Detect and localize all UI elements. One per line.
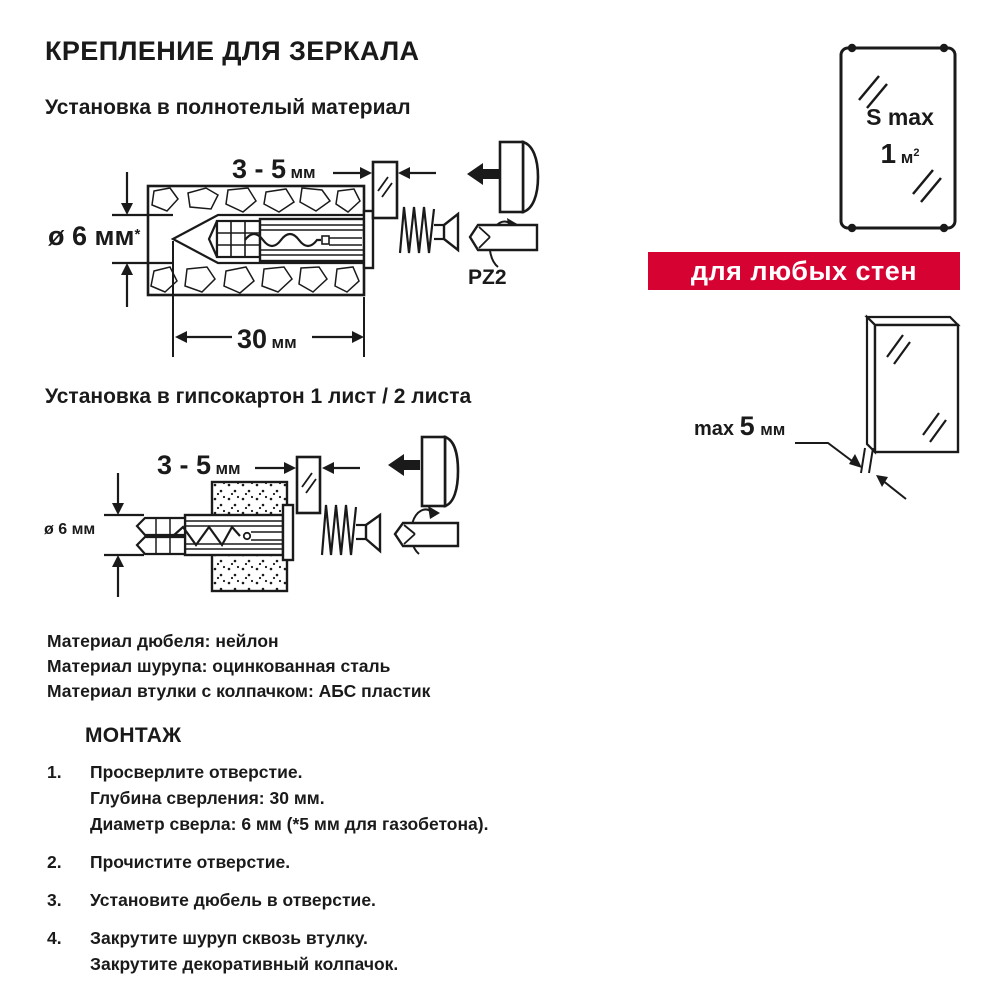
mirror-glint-icon bbox=[886, 334, 947, 443]
material-line: Материал дюбеля: нейлон bbox=[47, 631, 279, 651]
step-line: Прочистите отверстие. bbox=[90, 852, 291, 872]
step-line: Закрутите шуруп сквозь втулку. bbox=[90, 928, 368, 948]
insert-arrow-icon bbox=[388, 454, 420, 476]
step-item-1: 1. Просверлите отверстие. Глубина сверле… bbox=[47, 759, 647, 837]
diameter-dimension-arrows bbox=[104, 473, 144, 597]
aggregate-pattern bbox=[150, 187, 361, 294]
step-item-2: 2. Прочистите отверстие. bbox=[47, 849, 647, 875]
thickness-dimension-arrows bbox=[795, 442, 907, 500]
step-line: Просверлите отверстие. bbox=[90, 762, 303, 782]
mirror-glint-icon bbox=[858, 75, 942, 203]
screw-icon bbox=[398, 206, 460, 254]
depth-dimension-arrows bbox=[172, 241, 365, 357]
step-line: Установите дюбель в отверстие. bbox=[90, 890, 376, 910]
bit-type-label: PZ2 bbox=[468, 266, 507, 289]
step-item-3: 3. Установите дюбель в отверстие. bbox=[47, 887, 647, 913]
step-number: 4. bbox=[47, 928, 62, 948]
wall-type-banner: для любых стен bbox=[648, 252, 960, 290]
glass-thickness-label-1: 3 - 5 мм bbox=[232, 154, 316, 184]
assembly-steps: 1. Просверлите отверстие. Глубина сверле… bbox=[47, 759, 647, 989]
hole-diameter-label-1: ø 6 мм* bbox=[48, 221, 141, 251]
step-line: Диаметр сверла: 6 мм (*5 мм для газобето… bbox=[90, 814, 489, 834]
step-number: 2. bbox=[47, 852, 62, 872]
material-line: Материал шурупа: оцинкованная сталь bbox=[47, 656, 391, 676]
screwdriver-bit-icon bbox=[468, 223, 539, 252]
screw-head bbox=[442, 211, 460, 253]
step-number: 1. bbox=[47, 762, 62, 782]
glass-thickness-label-2: 3 - 5 мм bbox=[157, 450, 241, 480]
dowel-icon bbox=[207, 209, 375, 270]
step-item-4: 4. Закрутите шуруп сквозь втулку. Закрут… bbox=[47, 925, 647, 977]
step-line: Закрутите декоративный колпачок. bbox=[90, 954, 399, 974]
dowel-flange bbox=[281, 503, 295, 562]
mirror-thickness-label: max 5 мм bbox=[694, 411, 786, 441]
mirror-max-area-line1: S max bbox=[866, 104, 934, 130]
glass-thickness-arrows bbox=[255, 462, 360, 474]
glass-pane-icon bbox=[295, 455, 322, 515]
cap-icon bbox=[498, 140, 540, 214]
section-title-drywall: Установка в гипсокартон 1 лист / 2 листа bbox=[45, 385, 472, 408]
drywall-diagram bbox=[104, 435, 460, 597]
solid-wall-diagram bbox=[112, 140, 540, 357]
screwdriver-bit-icon bbox=[393, 521, 460, 548]
mirror-area-icon bbox=[839, 43, 957, 233]
page-title: КРЕПЛЕНИЕ ДЛЯ ЗЕРКАЛА bbox=[45, 36, 420, 66]
materials-list: Материал дюбеля: нейлон Материал шурупа:… bbox=[47, 629, 430, 704]
assembly-heading: МОНТАЖ bbox=[85, 724, 182, 747]
dowel-flange bbox=[362, 209, 375, 270]
mirror-max-area-line2: 1 м2 bbox=[880, 138, 920, 169]
dowel-icon bbox=[135, 503, 295, 562]
drill-depth-label: 30 мм bbox=[237, 324, 297, 354]
insert-arrow-icon bbox=[467, 163, 499, 185]
section-title-solid-wall: Установка в полнотелый материал bbox=[45, 96, 411, 119]
cap-icon bbox=[420, 435, 460, 508]
screw-head bbox=[364, 512, 382, 554]
hole-diameter-label-2: ø 6 мм bbox=[44, 521, 96, 538]
material-line: Материал втулки с колпачком: АБС пластик bbox=[47, 681, 431, 701]
step-number: 3. bbox=[47, 890, 62, 910]
diameter-dimension-arrows bbox=[112, 172, 173, 307]
mirror-thickness-icon bbox=[795, 314, 961, 500]
screw-icon bbox=[320, 504, 382, 556]
glass-thickness-arrows bbox=[333, 167, 436, 179]
step-line: Глубина сверления: 30 мм. bbox=[90, 788, 325, 808]
glass-pane-icon bbox=[371, 160, 399, 220]
